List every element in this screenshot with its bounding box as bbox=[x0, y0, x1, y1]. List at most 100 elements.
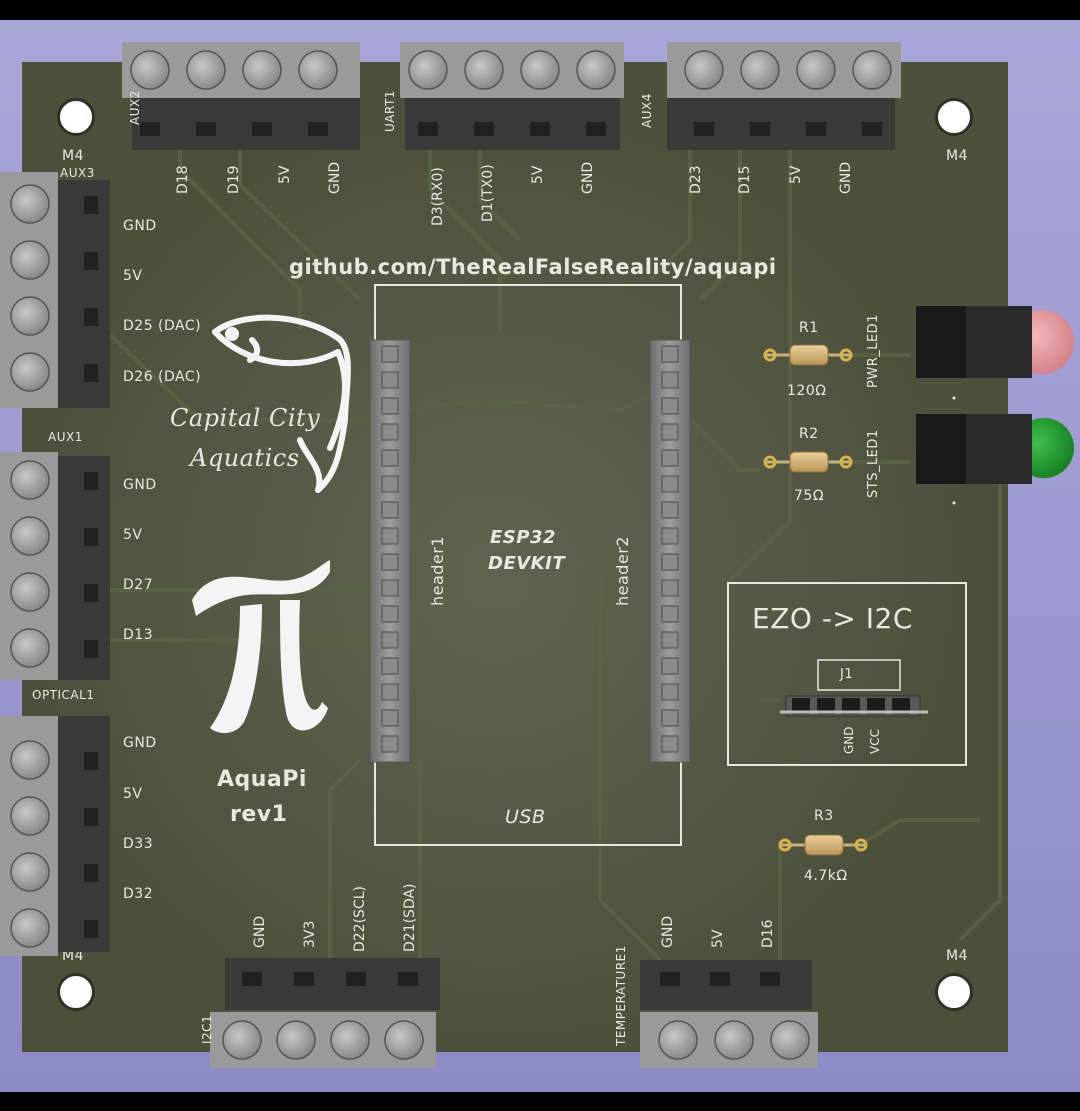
brand-line-2: Aquatics bbox=[190, 444, 300, 472]
mount-hole-top-left bbox=[57, 98, 95, 136]
aux3-connector-ref: AUX3 bbox=[60, 166, 95, 180]
mount-label-top-left: M4 bbox=[62, 148, 84, 164]
terminal-optical bbox=[0, 716, 110, 956]
mount-hole-bottom-right bbox=[935, 973, 973, 1011]
header1-socket bbox=[369, 339, 411, 763]
resistor-r3 bbox=[778, 834, 868, 856]
esp32-label: ESP32 bbox=[490, 527, 557, 548]
header-pin-socket bbox=[381, 735, 399, 753]
top-left-connector-ref: AUX2 bbox=[128, 90, 142, 125]
header-pin-socket bbox=[381, 579, 399, 597]
header-pin-socket bbox=[661, 475, 679, 493]
pin-label: D16 bbox=[760, 919, 776, 948]
terminal-top-left bbox=[122, 42, 360, 150]
sts-led bbox=[916, 414, 1074, 484]
header-pin-socket bbox=[661, 553, 679, 571]
pin-label: D33 bbox=[123, 836, 154, 852]
pin-label: D13 bbox=[123, 627, 154, 643]
j1-outline bbox=[817, 659, 901, 691]
usb-label: USB bbox=[505, 806, 546, 828]
r3-ref: R3 bbox=[814, 808, 834, 824]
project-url: github.com/TheRealFalseReality/aquapi bbox=[289, 255, 777, 279]
pin-label: 5V bbox=[710, 929, 726, 948]
aux4-connector-ref: AUX4 bbox=[640, 93, 654, 128]
mount-label-top-right: M4 bbox=[946, 148, 968, 164]
mount-label-bottom-right: M4 bbox=[946, 948, 968, 964]
header-pin-socket bbox=[661, 423, 679, 441]
header-pin-socket bbox=[381, 683, 399, 701]
header-pin-socket bbox=[661, 683, 679, 701]
pwr-led bbox=[916, 306, 1074, 378]
pin-label: D27 bbox=[123, 577, 154, 593]
pin-label: D25 (DAC) bbox=[123, 318, 202, 334]
pin-label: 5V bbox=[123, 527, 143, 543]
r3-value: 4.7kΩ bbox=[804, 868, 848, 884]
header-pin-socket bbox=[661, 527, 679, 545]
pwr-led-ref: PWR_LED1 bbox=[866, 314, 881, 388]
header-pin-socket bbox=[381, 371, 399, 389]
pin-label: D23 bbox=[688, 165, 704, 194]
pin-label: D32 bbox=[123, 886, 154, 902]
header-pin-socket bbox=[381, 605, 399, 623]
devkit-label: DEVKIT bbox=[488, 553, 566, 574]
pin-label: GND bbox=[838, 161, 854, 194]
header-pin-socket bbox=[661, 397, 679, 415]
ezo-title: EZO -> I2C bbox=[752, 602, 913, 635]
mount-hole-top-right bbox=[935, 98, 973, 136]
pin-label: D19 bbox=[226, 165, 242, 194]
resistor-r1 bbox=[763, 344, 853, 366]
header-pin-socket bbox=[661, 371, 679, 389]
pin-label: D15 bbox=[737, 165, 753, 194]
pin-label: GND bbox=[123, 735, 157, 751]
header-pin-socket bbox=[381, 709, 399, 727]
terminal-uart bbox=[400, 42, 624, 150]
header-pin-socket bbox=[661, 709, 679, 727]
header-pin-socket bbox=[661, 657, 679, 675]
pin-label: 5V bbox=[277, 165, 293, 184]
pin-label: 5V bbox=[530, 165, 546, 184]
temperature-connector-ref: TEMPERATURE1 bbox=[614, 945, 628, 1046]
header-pin-socket bbox=[661, 605, 679, 623]
pin-label: D3(RX0) bbox=[430, 167, 446, 226]
r2-ref: R2 bbox=[799, 426, 819, 442]
r1-value: 120Ω bbox=[787, 383, 827, 399]
header-pin-socket bbox=[381, 475, 399, 493]
resistor-r2 bbox=[763, 451, 853, 473]
j1-pin-header bbox=[780, 695, 928, 717]
pin-label: D26 (DAC) bbox=[123, 369, 202, 385]
pin-label: GND bbox=[327, 161, 343, 194]
product-revision: rev1 bbox=[230, 802, 288, 827]
header-pin-socket bbox=[381, 553, 399, 571]
header-pin-socket bbox=[661, 631, 679, 649]
pi-logo-icon bbox=[192, 560, 330, 734]
header-pin-socket bbox=[381, 527, 399, 545]
header-pin-socket bbox=[381, 631, 399, 649]
pin-label: GND bbox=[660, 915, 676, 948]
pin-label: D22(SCL) bbox=[352, 886, 368, 952]
header2-socket bbox=[649, 339, 691, 763]
terminal-aux1 bbox=[0, 452, 110, 680]
header-pin-socket bbox=[381, 501, 399, 519]
pin-label: 5V bbox=[123, 268, 143, 284]
header-pin-socket bbox=[381, 423, 399, 441]
fish-logo bbox=[212, 314, 351, 493]
brand-line-1: Capital City bbox=[170, 404, 321, 432]
header1-label: header1 bbox=[428, 535, 447, 606]
mount-hole-bottom-left bbox=[57, 973, 95, 1011]
pin-label: D1(TX0) bbox=[480, 164, 496, 222]
r1-ref: R1 bbox=[799, 320, 819, 336]
product-name: AquaPi bbox=[217, 767, 307, 792]
optical-connector-ref: OPTICAL1 bbox=[32, 688, 95, 702]
sts-led-ref: STS_LED1 bbox=[866, 429, 881, 498]
j1-pin-label: VCC bbox=[868, 729, 882, 754]
pin-label: D18 bbox=[175, 165, 191, 194]
header-pin-socket bbox=[661, 449, 679, 467]
header-pin-socket bbox=[381, 345, 399, 363]
terminal-aux3 bbox=[0, 172, 110, 408]
terminal-aux4 bbox=[667, 42, 901, 150]
pin-label: GND bbox=[580, 161, 596, 194]
i2c-connector-ref: I2C1 bbox=[200, 1014, 214, 1044]
pin-label: 3V3 bbox=[302, 920, 318, 948]
